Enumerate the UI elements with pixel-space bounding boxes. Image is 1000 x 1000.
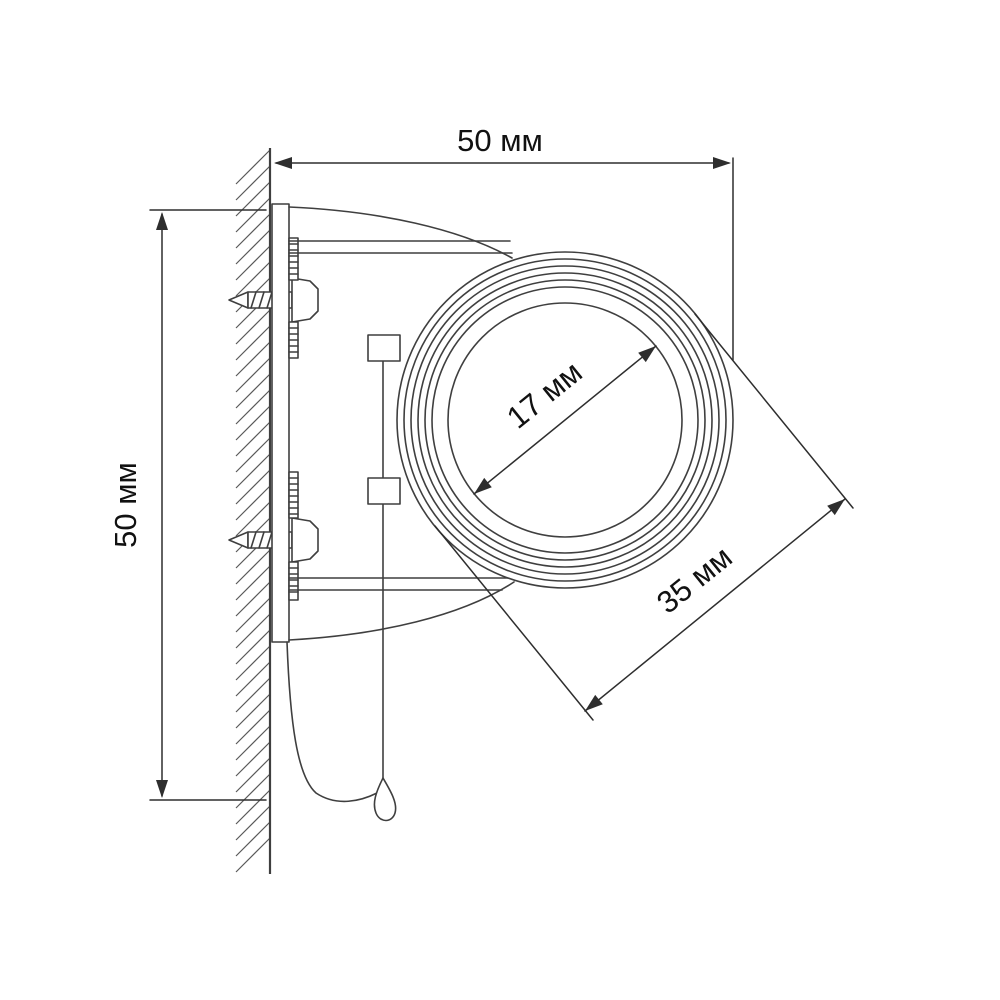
plate-rib-teeth-3 — [288, 477, 299, 515]
housing-ring-3 — [410, 265, 720, 575]
device-body — [286, 206, 515, 803]
height-dimension-label: 50 мм — [108, 462, 143, 548]
plate-rib-teeth-1 — [288, 243, 299, 275]
housing-ring-5 — [424, 279, 706, 561]
wall-hatching — [235, 149, 271, 873]
outer-diameter-extension-upper — [694, 313, 854, 509]
outer-diameter-arrowhead-sw — [585, 694, 603, 711]
screw-bottom-tip — [228, 531, 249, 549]
wall — [235, 148, 272, 874]
screw-top-head — [291, 277, 319, 323]
outer-diameter-extension-lower — [434, 525, 594, 721]
rail-tab-lower — [367, 477, 401, 505]
height-arrowhead-top — [156, 212, 168, 230]
screw-bottom-threads — [250, 531, 289, 549]
inner-diameter-line — [473, 345, 657, 495]
body-bottom-arm-lines — [288, 577, 509, 591]
mounting-plate — [271, 203, 299, 643]
width-dimension-label: 50 мм — [457, 123, 543, 158]
plate-rib-strip-3 — [288, 471, 299, 519]
plate-rib-teeth-4 — [288, 567, 299, 593]
pull-cord — [373, 360, 397, 822]
width-arrowhead-left — [274, 157, 292, 169]
outer-diameter-arrowhead-ne — [827, 499, 845, 516]
width-arrowhead-right — [713, 157, 731, 169]
lower-housing-curve — [286, 641, 378, 803]
height-arrowhead-bottom — [156, 780, 168, 798]
body-top-arm-lines — [288, 240, 513, 254]
outer-diameter-line — [584, 498, 846, 712]
plate-rib-teeth-2 — [288, 327, 299, 353]
screw-top-tip — [228, 291, 249, 309]
dimension-width-top: 50 мм — [274, 123, 734, 361]
screw-top-threads — [250, 291, 289, 309]
housing-ring-4 — [417, 272, 713, 568]
plate-rib-strip-4 — [288, 561, 299, 601]
housing-ring-6 — [431, 286, 699, 554]
screw-bottom-head — [291, 517, 319, 563]
plate-rib-strip-1 — [288, 237, 299, 281]
housing-ring-2 — [403, 258, 727, 582]
bell-face — [447, 302, 683, 538]
mounting-plate-body — [271, 203, 290, 643]
rail-tab-upper — [367, 334, 401, 362]
inner-diameter-arrowhead-ne — [638, 346, 656, 363]
body-bottom-curve — [288, 581, 515, 641]
rail-tabs — [367, 334, 401, 505]
dimension-height-left: 50 мм — [108, 209, 267, 801]
inner-diameter-arrowhead-sw — [474, 477, 492, 494]
body-top-curve — [288, 206, 513, 259]
cord-pull-knob — [373, 777, 397, 822]
